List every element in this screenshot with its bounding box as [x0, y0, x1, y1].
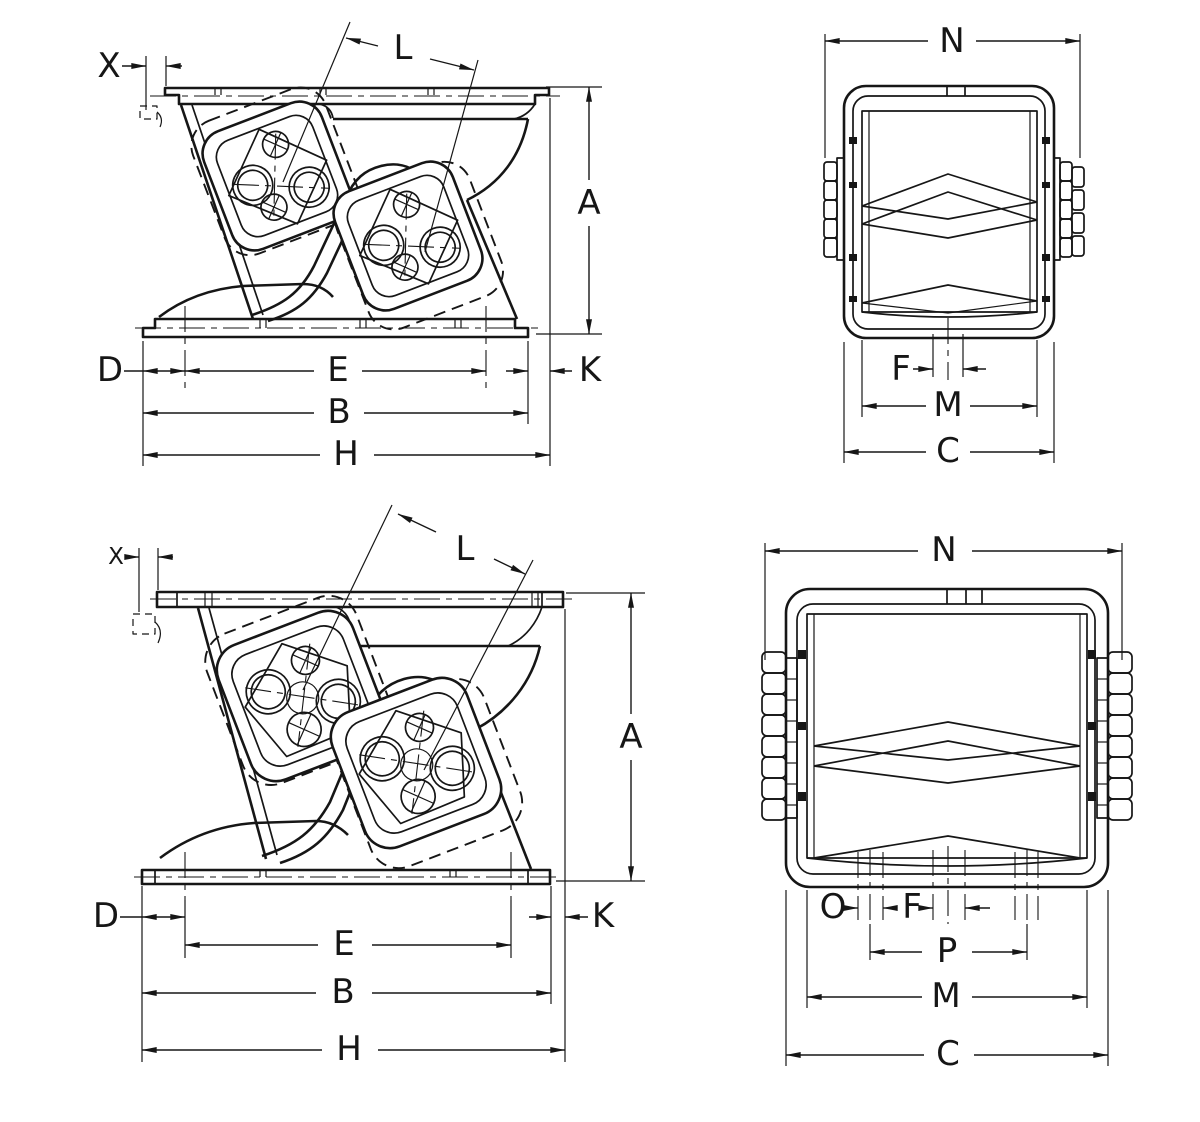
element-end-profiles — [813, 721, 1081, 859]
rubber-element — [325, 153, 491, 319]
dim-n-upper: N — [824, 21, 1081, 158]
dim-m-lower: M — [806, 890, 1088, 1016]
dim-label-p: P — [937, 931, 958, 971]
dim-label-l: L — [394, 28, 413, 68]
dim-b-lower: B — [141, 972, 552, 1012]
dim-l-lower: L — [302, 504, 534, 771]
dim-a-lower: A — [556, 592, 645, 882]
element-dashed-outline — [204, 594, 396, 786]
dim-label-k: K — [579, 350, 603, 390]
dim-x-lower: X — [108, 544, 173, 644]
dim-p-lower: P — [869, 931, 1028, 971]
dim-label-x: X — [108, 544, 124, 570]
dim-label-h: H — [333, 434, 359, 474]
dim-label-b: B — [327, 392, 350, 432]
dim-label-d: D — [93, 896, 119, 936]
dim-label-n: N — [931, 530, 956, 570]
dim-h-upper: H — [142, 434, 551, 474]
element-dashed-outline — [190, 86, 361, 257]
dim-label-n: N — [939, 21, 964, 61]
dim-label-c: C — [936, 1034, 960, 1074]
dim-dek-upper: D E K — [97, 98, 603, 466]
frame — [784, 587, 1110, 889]
dim-b-upper: B — [142, 392, 529, 432]
element-end-profiles — [861, 173, 1038, 314]
upper-end-view: N F M C — [823, 21, 1085, 471]
dim-f-upper: F — [891, 349, 986, 389]
dim-label-k: K — [592, 896, 616, 936]
dim-label-m: M — [931, 976, 960, 1016]
dim-label-m: M — [933, 385, 962, 425]
dim-of-lower: O F — [820, 887, 990, 927]
dim-label-f: F — [902, 887, 922, 927]
bottom-plate — [141, 317, 530, 339]
lower-side-view: X L A D K — [93, 504, 645, 1069]
top-plate — [155, 590, 565, 609]
dim-label-f: F — [891, 349, 911, 389]
dim-dk-lower: D K — [93, 609, 616, 1062]
dim-label-o: O — [820, 887, 847, 927]
dim-m-upper: M — [861, 340, 1038, 425]
upper-side-view: X L A D E — [97, 21, 603, 474]
dim-l-upper: L — [282, 21, 479, 253]
bottom-plate — [140, 868, 552, 886]
dim-label-b: B — [331, 972, 354, 1012]
dim-label-c: C — [936, 431, 960, 471]
dim-label-l: L — [456, 529, 475, 569]
dim-c-upper: C — [843, 342, 1055, 471]
dim-label-e: E — [327, 350, 348, 390]
dim-label-a: A — [619, 717, 642, 757]
dim-x-upper: X — [97, 46, 182, 128]
side-bolts — [823, 157, 1085, 261]
dim-n-lower: N — [764, 530, 1123, 660]
dim-e-lower: E — [184, 900, 512, 964]
dim-a-upper: A — [536, 86, 602, 335]
frame — [842, 84, 1056, 340]
dim-label-e: E — [333, 924, 354, 964]
dim-label-a: A — [577, 183, 600, 223]
dim-c-lower: C — [785, 890, 1109, 1074]
dim-h-lower: H — [141, 1029, 566, 1069]
side-bolts — [761, 651, 1133, 821]
dim-label-h: H — [336, 1029, 362, 1069]
dim-label-d: D — [97, 350, 123, 390]
dim-label-x: X — [97, 46, 120, 86]
lower-end-view: N O F P M C — [761, 530, 1133, 1074]
